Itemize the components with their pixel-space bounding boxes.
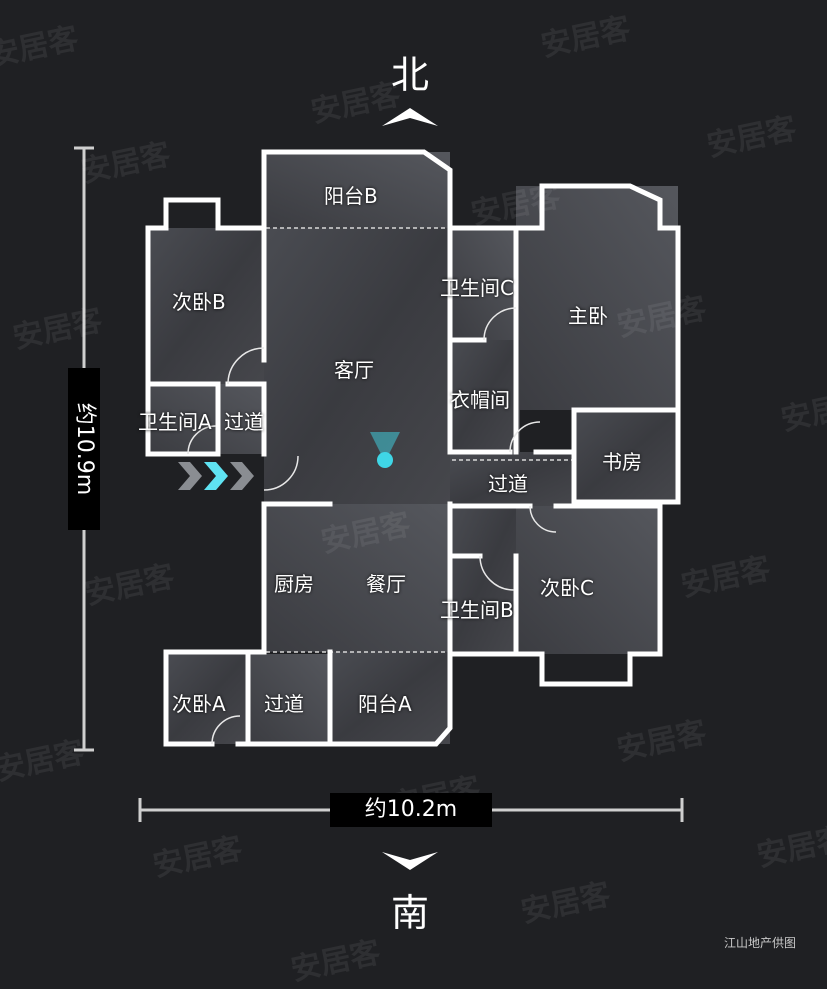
north-label: 北 (390, 53, 429, 97)
room-label-corridor-left: 过道 (224, 410, 264, 434)
south-arrow-icon (382, 852, 438, 870)
height-dimension-box: 约10.9m (68, 368, 100, 530)
door-swings (187, 307, 557, 745)
entrance-arrow-icon (178, 462, 254, 490)
room-label-bedroom-c: 次卧C (540, 576, 594, 600)
north-arrow-icon (382, 108, 438, 126)
width-dimension-label: 约10.2m (330, 793, 492, 827)
room-label-dining-room: 餐厅 (366, 572, 406, 596)
room-label-living-room: 客厅 (334, 358, 374, 382)
room-floors (148, 152, 678, 744)
room-label-study: 书房 (602, 450, 642, 474)
room-label-corridor-right: 过道 (488, 472, 528, 496)
image-credit: 江山地产供图 (724, 936, 797, 950)
room-label-bedroom-b: 次卧B (172, 290, 226, 314)
room-label-balcony-b: 阳台B (324, 184, 378, 208)
viewpoint-marker-icon (370, 432, 400, 468)
room-label-cloakroom: 衣帽间 (450, 388, 510, 412)
room-label-balcony-a: 阳台A (358, 692, 412, 716)
room-label-kitchen: 厨房 (274, 572, 314, 596)
height-dimension-label: 约10.9m (72, 402, 97, 496)
room-label-bathroom-c: 卫生间C (440, 276, 514, 300)
room-label-master-bedroom: 主卧 (568, 304, 608, 328)
open-area-dividers (266, 227, 572, 653)
room-label-bathroom-a: 卫生间A (138, 410, 212, 434)
room-label-bathroom-b: 卫生间B (440, 598, 514, 622)
room-label-corridor-bottom: 过道 (264, 692, 304, 716)
south-label: 南 (390, 891, 429, 935)
walls (145, 149, 681, 747)
room-label-bedroom-a: 次卧A (172, 692, 226, 716)
